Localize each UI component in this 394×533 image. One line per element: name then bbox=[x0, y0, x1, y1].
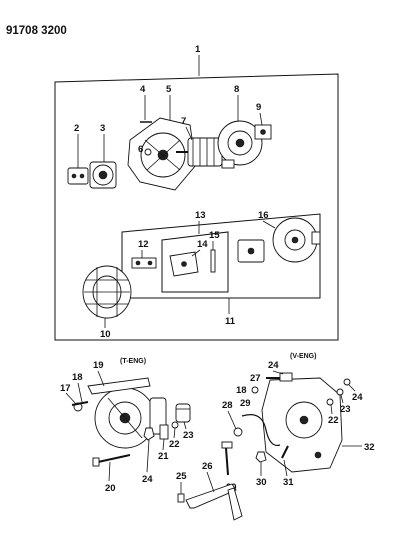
callout-18-v-eng: 18 bbox=[236, 385, 247, 396]
part-32-housing bbox=[261, 377, 343, 473]
callout-11: 11 bbox=[225, 316, 236, 327]
part-18-v-washer bbox=[251, 386, 259, 394]
part-7-rotor bbox=[176, 137, 223, 167]
callout-24-v-top: 24 bbox=[268, 360, 279, 371]
part-12-shape bbox=[131, 257, 157, 269]
callout-23-t-eng: 23 bbox=[183, 430, 194, 441]
callout-29: 29 bbox=[240, 398, 251, 409]
part-2-shape bbox=[67, 167, 89, 185]
part-22-washer bbox=[171, 421, 179, 429]
part-18-bolt bbox=[71, 401, 89, 406]
callout-23-v-eng: 23 bbox=[340, 404, 351, 415]
callout-26: 26 bbox=[202, 461, 213, 472]
callout-6: 6 bbox=[138, 144, 143, 155]
callout-1: 1 bbox=[195, 44, 201, 55]
callout-5: 5 bbox=[166, 84, 172, 95]
diagram-part-number: 91708 3200 bbox=[6, 25, 67, 37]
part-29-wire bbox=[241, 414, 281, 447]
alternator-assembly-group: 1 2 3 4 5 bbox=[54, 44, 339, 341]
callout-16: 16 bbox=[258, 210, 269, 221]
callout-24-t-eng: 24 bbox=[142, 474, 153, 485]
callout-18: 18 bbox=[72, 372, 83, 383]
callout-19: 19 bbox=[93, 360, 104, 371]
callout-22-t-eng: 22 bbox=[169, 439, 180, 450]
callout-27: 27 bbox=[250, 373, 261, 384]
part-24-nut bbox=[143, 427, 155, 441]
part-28-washer bbox=[233, 427, 243, 437]
part-31-bolt bbox=[281, 445, 289, 459]
callout-15: 15 bbox=[209, 230, 220, 241]
part-20-long-bolt bbox=[97, 454, 131, 463]
part-10-stator bbox=[82, 265, 132, 319]
part-8-rear-housing bbox=[217, 120, 263, 169]
part-14-shape bbox=[169, 251, 199, 277]
part-25-bolt bbox=[177, 493, 185, 503]
part-21-spacer bbox=[159, 424, 169, 440]
t-engine-alternator-body bbox=[94, 387, 167, 449]
callout-2: 2 bbox=[74, 123, 79, 134]
callout-21: 21 bbox=[158, 451, 169, 462]
callout-31: 31 bbox=[283, 477, 294, 488]
callout-3: 3 bbox=[100, 123, 105, 134]
callout-14: 14 bbox=[197, 239, 208, 250]
part-6-shape bbox=[144, 148, 152, 156]
t-engine-label: (T-ENG) bbox=[120, 358, 146, 365]
part-24-v-bolt bbox=[279, 372, 293, 382]
callout-22-v-eng: 22 bbox=[328, 415, 339, 426]
part-9-shape bbox=[254, 124, 272, 140]
v-engine-label: (V-ENG) bbox=[290, 353, 316, 360]
callout-17: 17 bbox=[60, 383, 71, 394]
callout-8: 8 bbox=[234, 84, 239, 95]
part-5-front-housing bbox=[127, 117, 197, 191]
part-16-rear-cover bbox=[272, 217, 321, 263]
callout-25: 25 bbox=[176, 471, 187, 482]
callout-30: 30 bbox=[256, 477, 267, 488]
regulator-shape bbox=[237, 239, 265, 263]
part-3-shape bbox=[89, 161, 117, 189]
callout-7: 7 bbox=[181, 116, 186, 127]
sub-assembly-box bbox=[161, 231, 229, 293]
callout-24-v-right: 24 bbox=[352, 392, 363, 403]
callout-28: 28 bbox=[222, 400, 233, 411]
part-26-bracket bbox=[185, 483, 237, 509]
callout-13: 13 bbox=[195, 210, 206, 221]
callout-20-t-eng: 20 bbox=[105, 483, 116, 494]
callout-32: 32 bbox=[364, 442, 375, 453]
t-engine-mounting-group: (T-ENG) 19 17 18 20 21 22 bbox=[60, 358, 194, 494]
callout-12: 12 bbox=[138, 239, 149, 250]
assembly-outline-box bbox=[54, 73, 339, 341]
part-19-bracket bbox=[87, 377, 151, 395]
part-15-shape bbox=[210, 249, 216, 273]
v-engine-mounting-group: (V-ENG) 32 24 27 18 24 23 22 bbox=[176, 353, 375, 521]
callout-9: 9 bbox=[256, 102, 261, 113]
part-30-nut bbox=[255, 451, 267, 463]
part-20-v-bolt bbox=[225, 447, 229, 476]
callout-10: 10 bbox=[100, 329, 111, 340]
callout-4: 4 bbox=[140, 84, 146, 95]
part-23-bushing bbox=[175, 403, 191, 423]
